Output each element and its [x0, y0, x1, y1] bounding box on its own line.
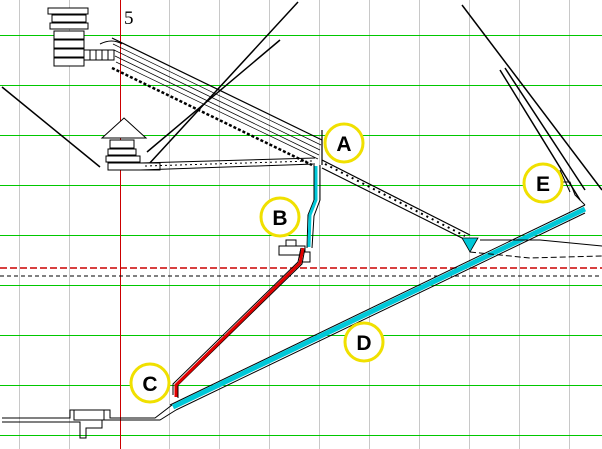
- grand-gallery: [111, 37, 323, 167]
- descending-passage: [169, 204, 587, 411]
- well-shaft: [306, 165, 321, 249]
- svg-text:C: C: [142, 373, 157, 396]
- horizontal-grid-lines: [0, 35, 602, 436]
- marker-c: C: [129, 362, 171, 404]
- relieving-chambers: [47, 7, 123, 67]
- svg-text:E: E: [536, 173, 550, 196]
- marker-d: D: [343, 321, 385, 363]
- svg-text:D: D: [356, 332, 371, 355]
- svg-text:A: A: [336, 133, 351, 156]
- queens-chamber: [100, 117, 161, 171]
- subterranean-chamber: [2, 404, 177, 439]
- marker-e: E: [522, 162, 564, 204]
- entrance-structure: [469, 169, 602, 259]
- pyramid-outline: [1, 1, 602, 201]
- chamber-number-label: 5: [124, 8, 134, 29]
- horizontal-passage: [139, 157, 316, 171]
- grotto: [278, 239, 311, 263]
- marker-b: B: [259, 196, 301, 238]
- red-passage: [172, 247, 306, 398]
- svg-text:B: B: [272, 207, 287, 230]
- marker-a: A: [323, 122, 365, 164]
- ascending-passage: [321, 159, 471, 243]
